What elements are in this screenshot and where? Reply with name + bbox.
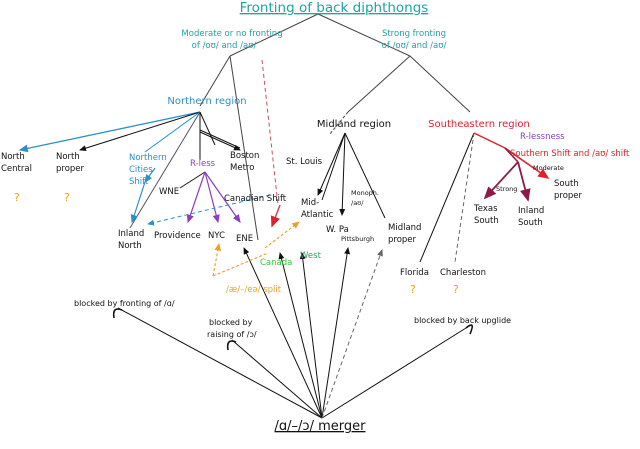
label-texas-south-2: South	[474, 216, 499, 226]
label-north-proper: North	[56, 152, 80, 162]
label-strong-fronting: Strong fronting	[382, 29, 446, 39]
label-south-proper: South	[554, 179, 579, 189]
label-florida: Florida	[400, 268, 429, 278]
blocked-hooks	[112, 308, 474, 351]
canadian-shift-arrow	[270, 204, 281, 228]
label-northern-cities-shift-3: Shift	[129, 177, 149, 187]
label-nyc: NYC	[208, 231, 225, 241]
label-blocked-raising-2: raising of /ɔ/	[207, 330, 257, 339]
label-providence: Providence	[154, 231, 201, 241]
label-r-less: R-less	[190, 159, 216, 169]
label-midland-proper-2: proper	[388, 235, 417, 245]
label-southeastern-region: Southeastern region	[428, 119, 530, 130]
label-merger: /ɑ/–/ɔ/ merger	[275, 419, 367, 434]
label-wne: WNE	[159, 187, 179, 197]
label-moderate-fronting: Moderate or no fronting	[181, 29, 282, 39]
label-moderate: Moderate	[533, 164, 564, 172]
label-north-central: North	[1, 152, 25, 162]
label-st-louis: St. Louis	[286, 157, 323, 167]
label-north-central-2: Central	[1, 164, 32, 174]
label-blocked-fronting: blocked by fronting of /ɑ/	[74, 299, 175, 308]
label-northern-cities-shift-2: Cities	[129, 165, 153, 175]
northern-edges	[18, 111, 271, 229]
canadian-shift-thread	[261, 59, 279, 206]
label-northern-cities-shift: Northern	[129, 153, 167, 163]
top-tree-lines	[199, 13, 471, 241]
label-south-proper-2: proper	[554, 191, 583, 201]
label-inland-north: Inland	[118, 229, 144, 239]
midland-edges	[317, 132, 386, 219]
label-west: West	[300, 251, 322, 261]
label-mid-atlantic: Mid-	[301, 198, 319, 208]
label-inland-north-2: North	[118, 241, 142, 251]
label-inland-south-2: South	[518, 218, 543, 228]
label-monophthongal-2: /aʊ/	[351, 199, 364, 207]
label-canadian-shift: Canadian Shift	[224, 194, 287, 204]
question-charleston: ?	[453, 283, 459, 296]
label-ae-split: /æ/–/eə/ split	[226, 285, 282, 295]
label-texas-south: Texas	[473, 204, 498, 214]
question-florida: ?	[410, 283, 416, 296]
label-southern-shift: Southern Shift and /aʊ/ shift	[510, 149, 630, 159]
label-monophthongal: Monoph.	[351, 189, 379, 197]
label-strong-fronting-2: of /oʊ/ and /aʊ/	[382, 41, 447, 51]
label-north-proper-2: proper	[56, 164, 85, 174]
diagram-title: Fronting of back diphthongs	[240, 0, 429, 16]
label-midland-proper: Midland	[388, 223, 421, 233]
label-moderate-fronting-2: of /oʊ/ and /aʊ/	[192, 41, 257, 51]
label-strong: Strong	[496, 185, 517, 193]
label-ene: ENE	[236, 234, 253, 244]
label-blocked-upglide: blocked by back upglide	[414, 316, 511, 325]
southeastern-edges	[419, 132, 550, 263]
label-r-lessness: R-lessness	[520, 132, 565, 142]
label-pittsburgh: Pittsburgh	[341, 235, 374, 243]
question-north-proper: ?	[64, 191, 70, 204]
label-boston-metro-2: Metro	[230, 163, 254, 173]
label-midland-region: Midland region	[317, 119, 391, 130]
merger-fan	[117, 247, 467, 419]
label-northern-region: Northern region	[167, 96, 246, 107]
label-blocked-raising: blocked by	[209, 318, 253, 327]
label-inland-south: Inland	[518, 206, 544, 216]
split-arrows	[212, 221, 300, 277]
label-boston-metro: Boston	[230, 151, 259, 161]
question-north-central: ?	[14, 191, 20, 204]
label-canada: Canada	[260, 258, 292, 268]
label-w-pa: W. Pa	[326, 225, 349, 235]
label-charleston: Charleston	[440, 268, 486, 278]
label-mid-atlantic-2: Atlantic	[301, 210, 334, 220]
